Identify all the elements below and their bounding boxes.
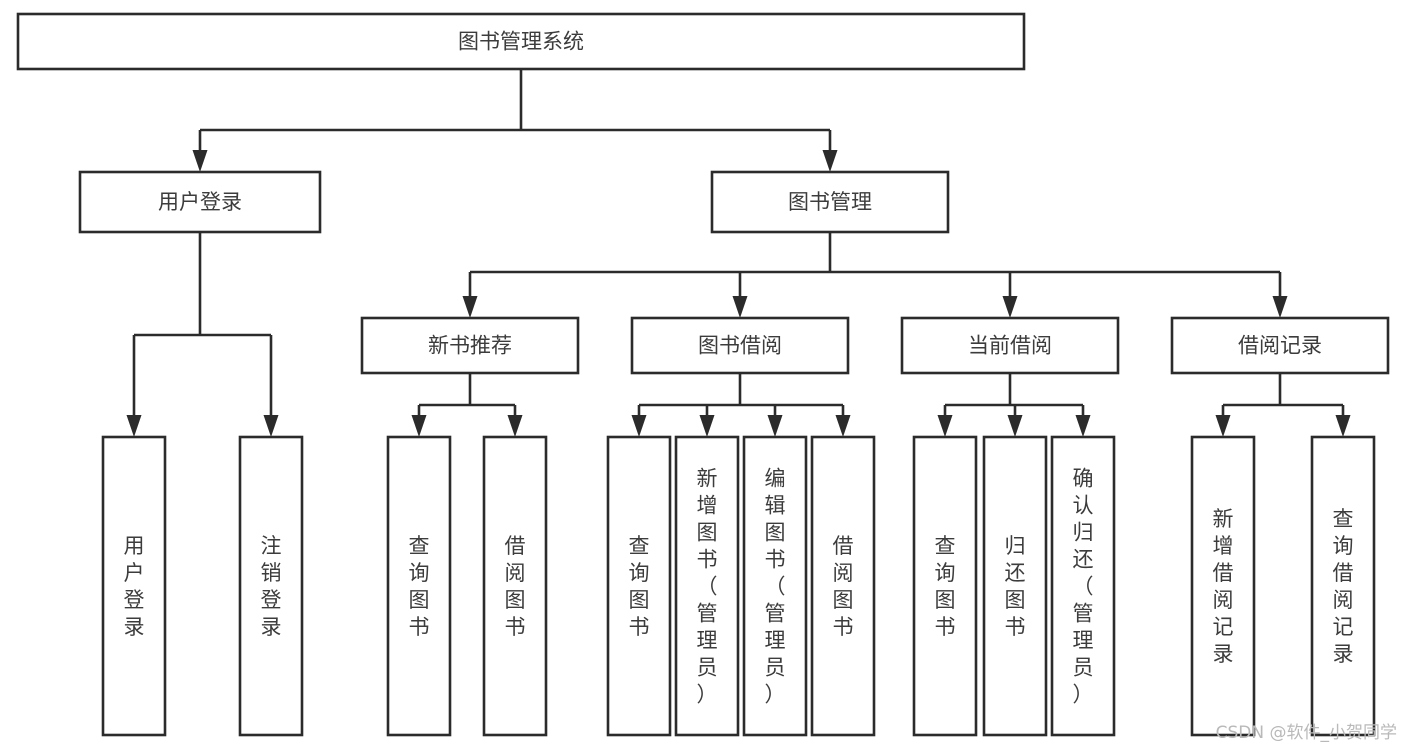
arrowhead-leaf-query-book-2	[631, 415, 647, 437]
node-user-login[interactable]: 用户登录	[78, 170, 322, 234]
arrowhead-borrow-record	[1272, 296, 1288, 318]
edge-group-book-manage	[462, 232, 1288, 318]
edge-group-root	[192, 69, 838, 172]
node-leaf-query-book-2[interactable]: 查询图书	[606, 435, 672, 737]
node-box-leaf-return-book[interactable]	[982, 435, 1048, 737]
arrowhead-current-borrow	[1002, 296, 1018, 318]
arrowhead-leaf-query-record	[1335, 415, 1351, 437]
node-leaf-return-book[interactable]: 归还图书	[982, 435, 1048, 737]
edge-group-book-borrow	[631, 373, 851, 437]
node-box-leaf-query-book-1[interactable]	[386, 435, 452, 737]
nodes-layer: 图书管理系统用户登录图书管理新书推荐图书借阅当前借阅借阅记录用户登录注销登录查询…	[16, 12, 1390, 737]
edge-group-user-login	[126, 232, 279, 437]
node-label-leaf-query-book-2: 查询图书	[629, 534, 650, 639]
arrowhead-leaf-user-login	[126, 415, 142, 437]
node-leaf-query-record[interactable]: 查询借阅记录	[1310, 435, 1376, 737]
edge-group-current-borrow	[937, 373, 1091, 437]
arrowhead-leaf-return-book	[1007, 415, 1023, 437]
node-root[interactable]: 图书管理系统	[16, 12, 1026, 71]
node-box-leaf-confirm-return[interactable]	[1050, 435, 1116, 737]
node-label-leaf-confirm-return: 确认归还（管理员）	[1073, 467, 1094, 707]
node-box-leaf-borrow-book-1[interactable]	[482, 435, 548, 737]
node-book-manage[interactable]: 图书管理	[710, 170, 950, 234]
node-leaf-add-book[interactable]: 新增图书（管理员）	[674, 435, 740, 737]
node-box-book-manage[interactable]	[710, 170, 950, 234]
node-leaf-user-login[interactable]: 用户登录	[101, 435, 167, 737]
node-leaf-query-book-1[interactable]: 查询图书	[386, 435, 452, 737]
arrowhead-leaf-add-book	[699, 415, 715, 437]
node-leaf-borrow-book-1[interactable]: 借阅图书	[482, 435, 548, 737]
node-label-leaf-query-book-3: 查询图书	[935, 534, 956, 639]
node-label-leaf-query-record: 查询借阅记录	[1333, 507, 1354, 666]
node-box-root[interactable]	[16, 12, 1026, 71]
node-box-leaf-query-record[interactable]	[1310, 435, 1376, 737]
node-box-leaf-borrow-book-2[interactable]	[810, 435, 876, 737]
node-box-leaf-query-book-3[interactable]	[912, 435, 978, 737]
node-box-current-borrow[interactable]	[900, 316, 1120, 375]
node-label-leaf-add-record: 新增借阅记录	[1213, 507, 1234, 666]
node-box-borrow-record[interactable]	[1170, 316, 1390, 375]
csdn-watermark: CSDN @软件_小贺同学	[1215, 723, 1397, 743]
arrowhead-leaf-edit-book	[767, 415, 783, 437]
arrowhead-leaf-query-book-1	[411, 415, 427, 437]
node-leaf-confirm-return[interactable]: 确认归还（管理员）	[1050, 435, 1116, 737]
arrowhead-user-login	[192, 150, 208, 172]
edges-layer	[126, 69, 1351, 437]
node-leaf-edit-book[interactable]: 编辑图书（管理员）	[742, 435, 808, 737]
node-label-leaf-user-login: 用户登录	[124, 534, 145, 639]
arrowhead-book-manage	[822, 150, 838, 172]
node-label-leaf-borrow-book-1: 借阅图书	[505, 534, 526, 639]
node-box-leaf-edit-book[interactable]	[742, 435, 808, 737]
node-borrow-record[interactable]: 借阅记录	[1170, 316, 1390, 375]
node-label-borrow-record: 借阅记录	[1238, 334, 1322, 358]
node-leaf-borrow-book-2[interactable]: 借阅图书	[810, 435, 876, 737]
node-box-leaf-query-book-2[interactable]	[606, 435, 672, 737]
arrowhead-new-book-rec	[462, 296, 478, 318]
arrowhead-leaf-borrow-book-2	[835, 415, 851, 437]
node-label-leaf-add-book: 新增图书（管理员）	[697, 467, 718, 707]
edge-group-new-book-rec	[411, 373, 523, 437]
node-box-leaf-logout[interactable]	[238, 435, 304, 737]
arrowhead-leaf-add-record	[1215, 415, 1231, 437]
node-label-book-manage: 图书管理	[788, 190, 872, 214]
node-label-leaf-borrow-book-2: 借阅图书	[833, 534, 854, 639]
node-new-book-rec[interactable]: 新书推荐	[360, 316, 580, 375]
node-box-leaf-user-login[interactable]	[101, 435, 167, 737]
arrowhead-leaf-logout	[263, 415, 279, 437]
edge-group-borrow-record	[1215, 373, 1351, 437]
node-leaf-add-record[interactable]: 新增借阅记录	[1190, 435, 1256, 737]
node-box-book-borrow[interactable]	[630, 316, 850, 375]
node-label-current-borrow: 当前借阅	[968, 334, 1052, 358]
node-label-leaf-edit-book: 编辑图书（管理员）	[765, 467, 786, 707]
node-label-root: 图书管理系统	[458, 30, 584, 54]
arrowhead-book-borrow	[732, 296, 748, 318]
node-box-new-book-rec[interactable]	[360, 316, 580, 375]
node-label-book-borrow: 图书借阅	[698, 334, 782, 358]
node-label-user-login: 用户登录	[158, 190, 242, 214]
node-box-leaf-add-record[interactable]	[1190, 435, 1256, 737]
node-box-leaf-add-book[interactable]	[674, 435, 740, 737]
node-label-leaf-logout: 注销登录	[261, 534, 282, 639]
node-leaf-query-book-3[interactable]: 查询图书	[912, 435, 978, 737]
arrowhead-leaf-query-book-3	[937, 415, 953, 437]
node-label-new-book-rec: 新书推荐	[428, 334, 512, 358]
node-leaf-logout[interactable]: 注销登录	[238, 435, 304, 737]
node-current-borrow[interactable]: 当前借阅	[900, 316, 1120, 375]
arrowhead-leaf-confirm-return	[1075, 415, 1091, 437]
node-label-leaf-return-book: 归还图书	[1005, 534, 1026, 639]
node-box-user-login[interactable]	[78, 170, 322, 234]
node-label-leaf-query-book-1: 查询图书	[409, 534, 430, 639]
arrowhead-leaf-borrow-book-1	[507, 415, 523, 437]
node-book-borrow[interactable]: 图书借阅	[630, 316, 850, 375]
